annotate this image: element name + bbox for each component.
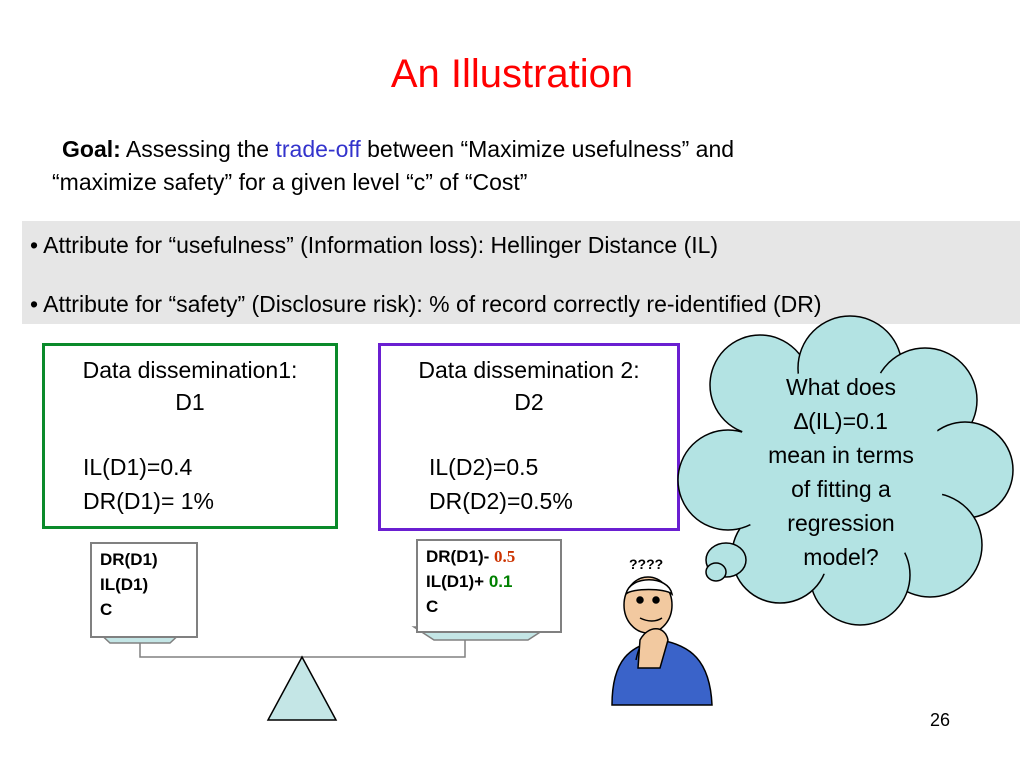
dissemination-2-subtitle: D2 bbox=[514, 389, 544, 415]
dissemination-2-dr: DR(D2)=0.5% bbox=[429, 488, 573, 514]
right-pan-dr-line: DR(D1)- 0.5 bbox=[426, 544, 552, 569]
bullet-safety: • Attribute for “safety” (Disclosure ris… bbox=[30, 291, 822, 317]
thinking-man-illustration bbox=[611, 576, 713, 706]
dissemination-2-heading: Data dissemination 2: D2 bbox=[381, 354, 677, 418]
dissemination-1-heading: Data dissemination1: D1 bbox=[45, 354, 335, 418]
bullet-usefulness: • Attribute for “usefulness” (Informatio… bbox=[30, 232, 719, 258]
goal-line-2: “maximize safety” for a given level “c” … bbox=[52, 169, 528, 195]
goal-line-1: Goal: Assessing the trade-off between “M… bbox=[62, 133, 962, 166]
left-pan-c: C bbox=[100, 600, 113, 619]
attributes-panel: • Attribute for “usefulness” (Informatio… bbox=[22, 221, 1020, 324]
thought-bubble-text: What does ∆(IL)=0.1 mean in terms of fit… bbox=[735, 370, 947, 574]
dissemination-1-dr: DR(D1)= 1% bbox=[83, 488, 215, 514]
right-pan-il-line: IL(D1)+ 0.1 bbox=[426, 569, 552, 594]
scale-fulcrum bbox=[266, 655, 338, 721]
left-pan-dr: DR(D1) bbox=[100, 550, 158, 569]
dissemination-1-subtitle: D1 bbox=[175, 389, 205, 415]
dissemination-2-title: Data dissemination 2: bbox=[418, 357, 640, 383]
dissemination-2-box: Data dissemination 2: D2 IL(D2)=0.5 DR(D… bbox=[378, 343, 680, 531]
thought-line-1: What does bbox=[786, 374, 896, 400]
right-pan-dr: DR(D1)- bbox=[426, 547, 490, 566]
thought-line-6: model? bbox=[803, 544, 879, 570]
dissemination-2-il: IL(D2)=0.5 bbox=[429, 454, 539, 480]
goal-statement: Goal: Assessing the trade-off between “M… bbox=[52, 133, 962, 199]
dissemination-1-title: Data dissemination1: bbox=[82, 357, 298, 383]
left-pan-weights: DR(D1) IL(D1) C bbox=[90, 542, 198, 638]
question-marks: ???? bbox=[629, 556, 664, 572]
thought-line-2: ∆(IL)=0.1 bbox=[794, 408, 888, 434]
goal-text-before: Assessing the bbox=[125, 136, 270, 162]
right-pan-weights: DR(D1)- 0.5 IL(D1)+ 0.1 C bbox=[416, 539, 562, 633]
thought-line-5: regression bbox=[787, 510, 895, 536]
thought-line-4: of fitting a bbox=[791, 476, 891, 502]
left-pan-il: IL(D1) bbox=[100, 575, 149, 594]
right-pan-il-delta: 0.1 bbox=[488, 572, 513, 591]
goal-highlight: trade-off bbox=[275, 136, 361, 162]
dissemination-1-il: IL(D1)=0.4 bbox=[83, 454, 193, 480]
dissemination-1-box: Data dissemination1: D1 IL(D1)=0.4 DR(D1… bbox=[42, 343, 338, 529]
goal-label: Goal: bbox=[62, 136, 121, 162]
right-pan-il: IL(D1)+ bbox=[426, 572, 485, 591]
thought-line-3: mean in terms bbox=[768, 442, 914, 468]
goal-text-after: between “Maximize usefulness” and bbox=[367, 136, 735, 162]
right-pan-dr-delta: 0.5 bbox=[494, 547, 516, 566]
thought-cloud bbox=[677, 315, 1014, 626]
right-pan-c: C bbox=[426, 597, 439, 616]
slide-title: An Illustration bbox=[390, 52, 634, 96]
page-number: 26 bbox=[930, 710, 951, 730]
